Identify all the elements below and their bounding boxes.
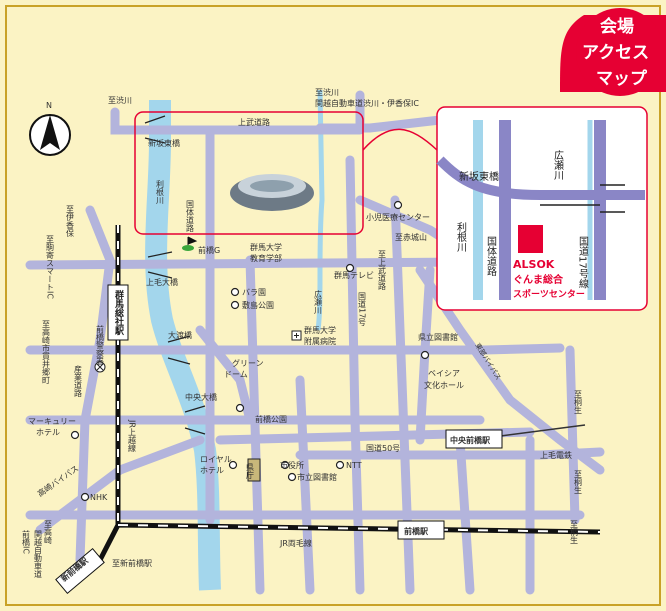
label-royal-hotel: ロイヤル: [200, 455, 232, 464]
label-shinsakato-bridge: 新坂東橋: [148, 138, 180, 148]
label-to-akagi: 至赤城山: [395, 232, 427, 242]
label-to-takasaki2: 至高崎: [44, 520, 53, 544]
maebashi-g-icon: [182, 245, 194, 251]
label-ntt: NTT: [346, 461, 362, 470]
bridge-marks: [144, 115, 206, 435]
road-v-ikaho: [75, 205, 115, 565]
road-jobu: [110, 107, 365, 135]
jr-ryomo-line: [97, 522, 601, 562]
road-v-4: [295, 375, 315, 595]
label-to-smart-ic: 至駒寄スマートIC: [46, 235, 55, 299]
compass-north-label: N: [46, 101, 52, 110]
label-kanetsu-ic: 関越自動車道渋川・伊香保IC: [315, 98, 419, 108]
label-gunma-univ-edu2: 教育学部: [250, 253, 282, 263]
label-bay-cia2: 文化ホール: [424, 380, 464, 390]
venue-area-box: [134, 111, 364, 235]
label-jobu-road: 上武道路: [238, 117, 270, 127]
label-maebashi-ic: 前橋IC: [22, 529, 31, 554]
label-gunma-tv: 群馬テレビ: [334, 270, 374, 280]
hospital-cross-icon: [294, 333, 299, 338]
label-sangyo-road: 産業道路: [74, 364, 83, 397]
label-gunma-univ-hosp: 群馬大学: [304, 325, 336, 335]
label-jr-joetsu: JR上越線: [128, 419, 137, 452]
label-gunma-soja-sta: 群馬総社駅: [113, 289, 125, 336]
badge-line2: アクセス: [582, 43, 649, 63]
label-kanetsu-expwy: 関越自動車道: [34, 530, 43, 579]
label-green-dome: グリーン: [232, 358, 264, 368]
label-city-office: 市役所: [280, 460, 304, 470]
label-route17: 国道17号: [358, 292, 367, 327]
badge-line1: 会場: [600, 16, 634, 37]
road-v-9: [195, 325, 255, 425]
label-maebashi-sta: 前橋駅: [404, 526, 429, 536]
label-to-ikaho: 至伊香保: [66, 205, 75, 238]
label-route50: 国道50号: [366, 443, 400, 453]
label-children-medical: 小児医療センター: [366, 212, 430, 222]
road-route17: [345, 155, 365, 595]
label-maebashi-g: 前橋G: [198, 245, 220, 255]
inset-shinsakato-bridge: 新坂東橋: [459, 170, 499, 183]
label-bay-cia: ベイシア: [428, 369, 460, 378]
inset-venue-name: ぐんま総合: [513, 273, 564, 286]
label-gunma-univ-hosp2: 附属病院: [304, 336, 336, 346]
road-v-10: [415, 265, 435, 445]
label-to-kiryu2: 至桐生: [574, 470, 583, 494]
label-chuo-bridge: 中央大橋: [185, 392, 217, 402]
label-mercury-hotel2: ホテル: [36, 428, 60, 437]
label-gunma-univ-edu: 群馬大学: [250, 242, 282, 252]
label-to-kiryu3: 至桐生: [570, 520, 579, 544]
label-to-kiryu: 至桐生: [574, 390, 583, 414]
label-city-library: 市立図書館: [297, 472, 337, 482]
label-to-kanetsu: 至渋川: [315, 87, 339, 97]
label-to-shibukawa: 至渋川: [108, 95, 132, 105]
inset-venue-brand: ALSOK: [513, 258, 555, 271]
label-rose-park: バラ園: [242, 288, 266, 297]
inset-venue-name2: スポーツセンター: [513, 288, 585, 300]
label-pref-office: 県庁: [246, 463, 255, 479]
road-h-2: [25, 343, 565, 355]
label-tone-river: 利根川: [156, 179, 165, 204]
inset-tone-river: 利根川: [455, 222, 467, 252]
label-maebashi-police: 前橋警察署: [96, 324, 105, 366]
inset-hirose-river: 広瀬川: [552, 149, 564, 180]
label-nhk: NHK: [90, 493, 108, 502]
label-pref-library: 県立図書館: [418, 332, 458, 342]
label-owatari-bridge: 大渡橋: [168, 330, 192, 340]
inset-route-kokutai: 国体道路: [485, 236, 497, 277]
label-mercury-hotel: マーキュリー: [28, 417, 76, 426]
label-to-takasaki: 至高崎市貫井郷町: [42, 320, 51, 384]
label-maebashi-park: 前橋公園: [255, 414, 287, 424]
road-v-11: [565, 345, 580, 525]
road-network: [25, 90, 605, 595]
north-arrow-icon: [29, 114, 71, 156]
callout-line: [362, 128, 438, 151]
road-v-7: [455, 435, 475, 595]
label-shikishima-park: 敷島公園: [242, 300, 274, 310]
badge-line3: マップ: [596, 68, 648, 89]
label-chuo-maebashi-sta: 中央前橋駅: [450, 435, 491, 445]
inset-route17: 国道17号線: [577, 236, 589, 289]
label-route-kokutai: 国体道路: [186, 200, 195, 232]
poi-markers: [70, 200, 430, 502]
label-green-dome2: ドーム: [224, 370, 248, 379]
police-x: [96, 363, 104, 371]
label-royal-hotel2: ホテル: [200, 466, 224, 475]
label-kamike-bridge: 上毛大橋: [146, 277, 178, 287]
road-jobu-right: [315, 115, 445, 133]
label-to-shin-maebashi: 至新前橋駅: [112, 558, 152, 568]
label-to-jobu: 至上武道路: [378, 250, 387, 290]
road-v-3: [245, 255, 265, 595]
label-jomo-dentetsu: 上毛電鉄: [540, 450, 572, 460]
map-badge: [560, 8, 666, 96]
inset-map: [436, 106, 648, 311]
label-hirose-river: 広瀬川: [314, 289, 323, 314]
label-jr-ryomo: JR両毛線: [279, 538, 312, 548]
stadium-icon: [230, 174, 314, 211]
station-boxes: [55, 284, 503, 595]
pref-office-icon: [247, 458, 261, 482]
